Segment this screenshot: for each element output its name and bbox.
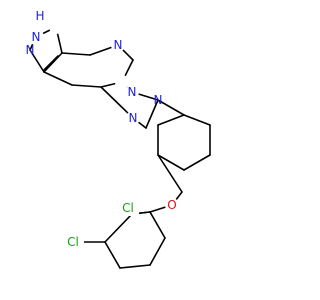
- bond: [157, 114, 185, 126]
- bond: [119, 264, 151, 269]
- atom-n-nh: N: [32, 30, 41, 44]
- label-backdrop: [111, 38, 125, 52]
- bond: [157, 99, 185, 116]
- label-backdrop: [117, 200, 139, 216]
- atom-n-pyrazole: N: [26, 43, 35, 57]
- bond: [43, 52, 63, 73]
- atom-n-bridge: N: [128, 85, 137, 99]
- bond: [104, 241, 121, 269]
- atom-n-triazole-low: N: [129, 111, 138, 125]
- label-backdrop: [115, 75, 129, 89]
- label-backdrop: [49, 20, 63, 34]
- bond: [183, 154, 211, 171]
- atom-hydrogen: H: [35, 9, 44, 23]
- label-backdrop: [28, 29, 44, 45]
- bond: [149, 237, 166, 266]
- bond: [157, 154, 185, 171]
- label-backdrop: [126, 111, 140, 125]
- label-backgrounds: [28, 20, 179, 249]
- atom-chlorine-upper: Cl: [122, 201, 134, 215]
- bonds: [29, 26, 211, 269]
- bond: [100, 86, 134, 119]
- label-backdrop: [125, 85, 139, 99]
- bond: [157, 154, 183, 193]
- bond: [183, 114, 211, 126]
- bond: [145, 99, 159, 129]
- bond: [43, 71, 73, 86]
- atom-n-pyrimidine: N: [114, 38, 123, 52]
- bond: [61, 52, 91, 56]
- bond: [149, 211, 166, 239]
- atom-oxygen: O: [167, 198, 176, 212]
- atom-chlorine-lower: Cl: [67, 235, 79, 249]
- atom-n-triazole-top: N: [154, 93, 163, 107]
- label-backdrop: [165, 198, 179, 212]
- molecule-structure: N H N N N N N O Cl Cl: [26, 9, 211, 269]
- bond: [43, 55, 59, 71]
- bond: [71, 84, 102, 88]
- label-backdrop: [62, 233, 84, 249]
- atom-labels: N H N N N N N O Cl Cl: [26, 9, 177, 249]
- bond: [29, 49, 45, 73]
- bond: [104, 213, 133, 243]
